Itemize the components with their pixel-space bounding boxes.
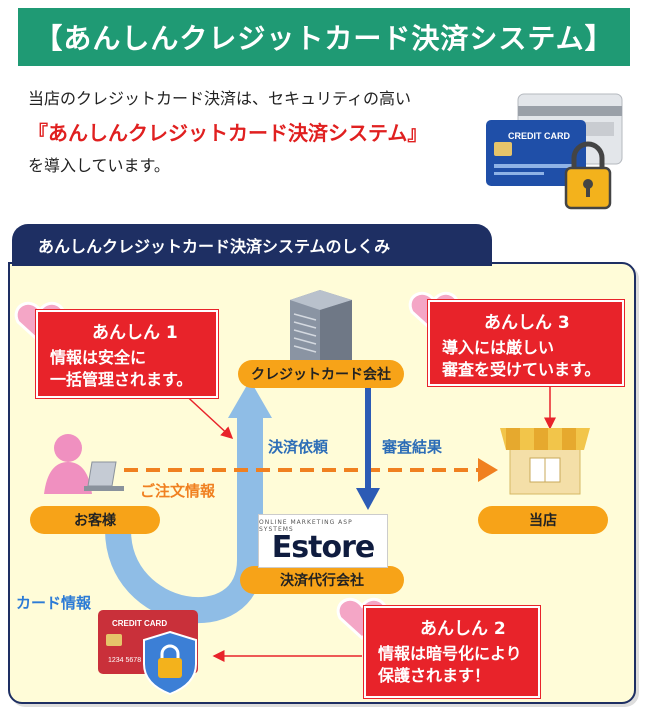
bottom-card-text: CREDIT CARD	[112, 619, 167, 628]
shield-lock-icon	[143, 630, 197, 696]
shop-icon	[500, 428, 590, 495]
anshin3-line2: 審査を受けています。	[442, 359, 601, 379]
estore-logo: ONLINE MARKETING ASP SYSTEMS Estore	[258, 514, 388, 568]
anshin2-line1: 情報は暗号化により	[378, 644, 522, 663]
card-company-label: クレジットカード会社	[251, 367, 391, 383]
customer-label: お客様	[74, 513, 116, 529]
anshin2-callout: あんしん 2 情報は暗号化により 保護されます！	[364, 606, 540, 698]
review-result-arrow	[356, 384, 380, 510]
order-info-arrow	[124, 458, 498, 482]
review-result-label: 審査結果	[382, 438, 443, 456]
agency-pill: 決済代行会社	[240, 566, 404, 594]
customer-pill: お客様	[30, 506, 160, 534]
server-icon	[290, 290, 352, 370]
payment-request-label: 決済依頼	[268, 438, 329, 456]
anshin1-head: あんしん 1	[92, 323, 178, 343]
card-illus-text: CREDIT CARD	[508, 131, 570, 141]
intro-line-3: を導入しています。	[28, 155, 170, 175]
diagram-title-tab: あんしんクレジットカード決済システムのしくみ	[12, 224, 492, 266]
shop-label: 当店	[529, 513, 557, 529]
card-company-pill: クレジットカード会社	[238, 360, 404, 388]
anshin3-callout: あんしん 3 導入には厳しい 審査を受けています。	[428, 300, 624, 386]
estore-tagline: ONLINE MARKETING ASP SYSTEMS	[259, 519, 353, 533]
anshin3-head: あんしん 3	[484, 313, 570, 333]
anshin1-callout: あんしん 1 情報は安全に 一括管理されます。	[36, 310, 218, 398]
bottom-card-number: 1234 5678 9	[108, 657, 147, 664]
page-title-banner: 【あんしんクレジットカード決済システム】	[18, 8, 630, 66]
anshin2-head: あんしん 2	[420, 619, 506, 639]
anshin1-line2: 一括管理されます。	[50, 369, 193, 389]
page-title: 【あんしんクレジットカード決済システム】	[34, 22, 614, 55]
anshin1-line1: 情報は安全に	[50, 348, 147, 367]
customer-icon	[44, 434, 124, 494]
diagram-title: あんしんクレジットカード決済システムのしくみ	[38, 237, 391, 256]
anshin2-line2: 保護されます！	[378, 665, 491, 685]
padlock-icon	[564, 141, 612, 210]
card-icon: CREDIT CARD	[486, 120, 586, 186]
shop-pill: 当店	[478, 506, 608, 534]
agency-label: 決済代行会社	[280, 573, 364, 589]
anshin1-pointer	[179, 389, 234, 440]
order-info-label: ご注文情報	[140, 482, 216, 500]
estore-logo-text: Estore	[271, 530, 375, 565]
intro-line-2: 『あんしんクレジットカード決済システム』	[28, 120, 428, 145]
anshin3-line1: 導入には厳しい	[442, 338, 555, 357]
credit-card-illustration: CREDIT CARD	[486, 93, 623, 210]
intro-text: 当店のクレジットカード決済は、セキュリティの高い 『あんしんクレジットカード決済…	[28, 88, 468, 176]
intro-line-1: 当店のクレジットカード決済は、セキュリティの高い	[28, 89, 412, 108]
card-info-label: カード情報	[16, 594, 92, 612]
